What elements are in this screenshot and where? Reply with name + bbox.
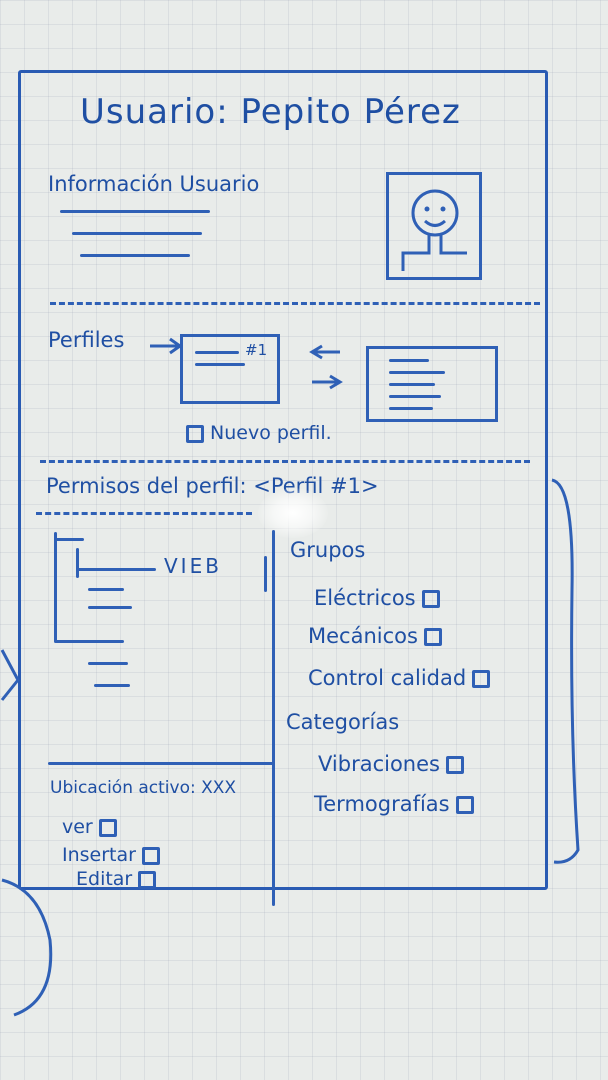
perm-row-view[interactable]: ver (62, 816, 117, 838)
profile-line (195, 351, 239, 354)
section-divider-3 (36, 512, 252, 515)
glare (258, 488, 328, 538)
new-profile-checkbox[interactable] (186, 424, 204, 443)
list-line (389, 395, 441, 398)
group-row[interactable]: Eléctricos (314, 586, 440, 610)
column-divider (272, 530, 275, 906)
info-line-1 (60, 210, 210, 213)
tree-node[interactable] (88, 588, 124, 591)
categories-label: Categorías (286, 710, 400, 734)
section-divider-2 (40, 460, 530, 463)
profiles-label: Perfiles (48, 328, 125, 352)
perm-label: Editar (76, 868, 133, 890)
group-label: Eléctricos (314, 586, 416, 610)
swap-arrows-icon (309, 344, 343, 390)
avatar[interactable] (386, 172, 482, 280)
category-label: Termografías (314, 792, 450, 816)
tree-node[interactable] (54, 640, 124, 643)
location-label: Ubicación activo: XXX (50, 778, 237, 798)
tree-node[interactable] (76, 568, 156, 571)
arrow-right-icon (150, 337, 183, 355)
perm-row-edit[interactable]: Editar (76, 868, 157, 890)
group-row[interactable]: Mecánicos (308, 624, 442, 648)
list-line (389, 383, 435, 386)
profile-card-selected[interactable]: #1 (180, 334, 280, 404)
info-line-3 (80, 254, 190, 257)
brace-mark (551, 478, 580, 864)
page-title: Usuario: Pepito Pérez (80, 92, 461, 132)
category-row[interactable]: Termografías (314, 792, 474, 816)
group-row[interactable]: Control calidad (308, 666, 491, 690)
tree-trunk (54, 532, 57, 642)
perm-row-insert[interactable]: Insertar (62, 844, 160, 866)
perm-checkbox-view[interactable] (98, 818, 117, 837)
category-label: Vibraciones (318, 752, 440, 776)
tree-node[interactable] (54, 538, 84, 541)
perm-checkbox-insert[interactable] (141, 846, 160, 865)
group-checkbox[interactable] (472, 670, 491, 688)
tree-node[interactable] (94, 684, 130, 687)
category-checkbox[interactable] (445, 756, 464, 774)
perm-label: Insertar (62, 844, 136, 866)
list-line (389, 371, 445, 374)
user-info-label: Información Usuario (48, 172, 260, 196)
left-edge-marks (0, 649, 53, 1017)
list-line (389, 407, 433, 410)
category-row[interactable]: Vibraciones (318, 752, 464, 776)
group-checkbox[interactable] (421, 590, 440, 608)
profile-tag: #1 (245, 341, 268, 359)
perm-checkbox-edit[interactable] (138, 870, 157, 889)
new-profile-label: Nuevo perfil. (210, 422, 332, 444)
group-checkbox[interactable] (423, 628, 442, 646)
tree-node[interactable] (88, 662, 128, 665)
info-line-2 (72, 232, 202, 235)
new-profile-button[interactable]: Nuevo perfil. (186, 422, 332, 444)
tree-scroll-marker (264, 556, 267, 592)
perm-label: ver (62, 816, 93, 838)
group-label: Mecánicos (308, 624, 418, 648)
category-checkbox[interactable] (455, 796, 474, 814)
tree-root-label: VIEB (164, 554, 222, 578)
permissions-label: Permisos del perfil: <Perfil #1> (46, 474, 379, 498)
section-divider-1 (50, 302, 540, 305)
profile-list-panel[interactable] (366, 346, 498, 422)
tree-branch (76, 548, 79, 578)
profile-line (195, 363, 245, 366)
location-divider (48, 762, 274, 765)
groups-label: Grupos (290, 538, 366, 562)
list-line (389, 359, 429, 362)
group-label: Control calidad (308, 666, 467, 690)
window-frame (18, 70, 548, 890)
user-face-icon (401, 189, 467, 271)
tree-node[interactable] (88, 606, 132, 609)
